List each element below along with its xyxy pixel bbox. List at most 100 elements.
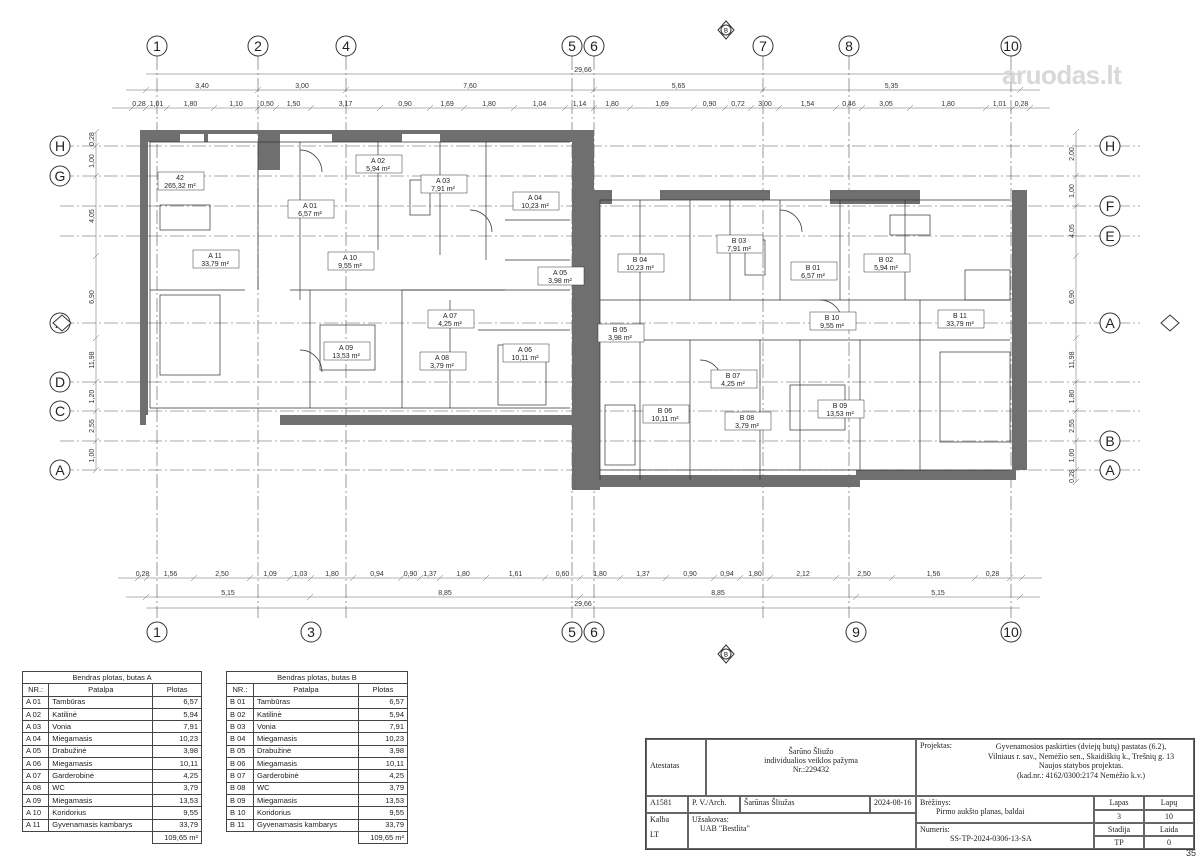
room-area: 5,94 m² — [366, 166, 390, 173]
room-label-box — [710, 369, 758, 389]
dimension-tick — [1006, 574, 1014, 582]
room-area: 13,53 m² — [826, 411, 854, 418]
grid-bubble-bottom: 6 — [583, 621, 605, 643]
dimension-label: 1,80 — [748, 571, 762, 578]
grid-bubble-label: 8 — [845, 38, 853, 54]
table-b-caption: Bendras plotas, butas B — [226, 670, 408, 685]
room-label-box — [420, 174, 468, 194]
dimension-tick — [482, 574, 490, 582]
brezinys-label: Brėžinys: — [920, 798, 951, 807]
dimension-tick — [747, 104, 755, 112]
furniture — [159, 294, 221, 376]
room-label-box — [724, 411, 772, 431]
room-code: B 04 — [633, 257, 648, 264]
grid-bubble-circle — [49, 135, 71, 157]
dimension-tick — [92, 172, 100, 180]
room-label: A 109,55 m² — [327, 251, 375, 271]
grid-bubble-circle — [1099, 459, 1121, 481]
grid-bubble-top: 5 — [561, 35, 583, 57]
grid-bubble-circle — [146, 621, 168, 643]
table-a-cell-plotas: 3,98 — [152, 744, 202, 759]
grid-bubble-right: A — [1099, 459, 1121, 481]
table-a-cell-plotas: 5,94 — [152, 707, 202, 722]
dimension-label: 5,15 — [931, 590, 945, 597]
table-b-cell-nr: B 01 — [225, 695, 255, 709]
room-label-box — [863, 253, 911, 273]
section-mark — [1160, 314, 1180, 332]
room-label: B 016,57 m² — [790, 261, 838, 281]
room-label-box — [427, 309, 475, 329]
table-a-cell-plotas: 33,79 — [152, 818, 202, 832]
table-b-cell-nr: B 05 — [225, 744, 255, 759]
dimension-tick — [858, 104, 866, 112]
dimension-label: 0,90 — [404, 571, 418, 578]
room-code: A 06 — [518, 347, 532, 354]
dimension-label: 2,50 — [215, 571, 229, 578]
lapas-value: 3 — [1094, 810, 1144, 823]
room-area: 13,53 m² — [332, 353, 360, 360]
room-label-box — [355, 154, 403, 174]
grid-bubble-circle — [1099, 135, 1121, 157]
grid-bubble-label: C — [55, 403, 65, 419]
room-area: 10,23 m² — [521, 203, 549, 210]
grid-bubble-label: 4 — [342, 38, 350, 54]
table-b-cell-plotas: 10,11 — [357, 757, 409, 771]
dimension-label: 2,55 — [89, 419, 96, 433]
dimension-label: 1,54 — [801, 101, 815, 108]
dimension-label: 1,00 — [89, 154, 96, 168]
table-b-cell-patalpa: Koridorius — [253, 806, 359, 820]
title-block: Atestatas Šarūno Šliužo individualios ve… — [645, 738, 1195, 850]
grid-bubble-top: 1 — [146, 35, 168, 57]
dimension-label: 1,09 — [263, 571, 277, 578]
dimension-tick — [576, 574, 584, 582]
room-area: 4,25 m² — [438, 321, 462, 328]
dimension-tick — [210, 104, 218, 112]
wall — [140, 130, 590, 134]
dimension-tick — [1072, 334, 1080, 342]
room-area: 6,57 m² — [298, 211, 322, 218]
table-a-cell-nr: A 05 — [21, 744, 50, 759]
grid-bubble-label: 7 — [759, 38, 767, 54]
table-a-cell-patalpa: Miegamasis — [48, 793, 154, 808]
dimension-label: 0,28 — [1015, 101, 1029, 108]
dimension-label: 1,10 — [229, 101, 243, 108]
dimension-label: 1,37 — [423, 571, 437, 578]
dimension-tick — [766, 574, 774, 582]
dimension-tick — [1009, 104, 1017, 112]
wall — [594, 190, 600, 490]
door-swing — [469, 209, 493, 233]
grid-bubble-top: 8 — [838, 35, 860, 57]
cert-no: A1581 — [646, 796, 688, 813]
room-code: B 10 — [825, 315, 840, 322]
grid-bubble-label: 5 — [568, 38, 576, 54]
grid-bubble-top: 4 — [335, 35, 357, 57]
room-label: B 037,91 m² — [716, 234, 764, 254]
door-swing — [779, 209, 803, 233]
wall — [830, 190, 920, 204]
room-code: A 04 — [528, 195, 542, 202]
atestatas-label: Atestatas — [650, 761, 680, 770]
table-b-cell-plotas: 33,79 — [357, 818, 409, 832]
room-area: 9,55 m² — [820, 323, 844, 330]
grid-bubble-circle — [583, 35, 605, 57]
grid-bubble-label: A — [55, 462, 65, 478]
dimension-label: 0,94 — [370, 571, 384, 578]
grid-bubble-label: H — [55, 138, 65, 154]
room-label: B 025,94 m² — [863, 253, 911, 273]
dimension-tick — [1072, 202, 1080, 210]
dimension-label: 1,80 — [184, 101, 198, 108]
dimension-tick — [736, 574, 744, 582]
projektas-label: Projektas: — [920, 741, 952, 750]
grid-bubble-label: 10 — [1003, 38, 1019, 54]
grid-bubble-circle — [583, 621, 605, 643]
grid-bubble-circle — [49, 459, 71, 481]
dimension-tick — [541, 574, 549, 582]
furniture — [159, 204, 211, 231]
room-code: A 09 — [339, 345, 353, 352]
table-a-cell-plotas: 10,23 — [152, 732, 202, 746]
dimension-label: 3,40 — [195, 83, 209, 90]
